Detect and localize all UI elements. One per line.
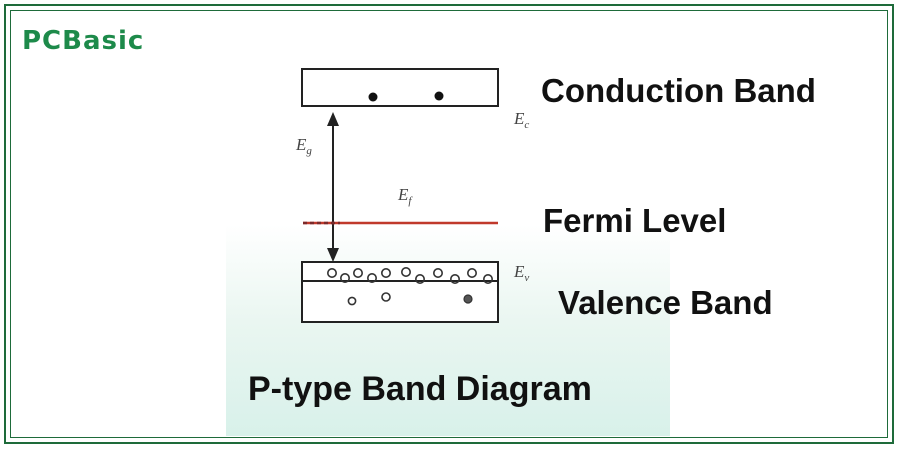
inner-frame bbox=[10, 10, 888, 438]
diagram-panel bbox=[226, 52, 670, 436]
hole bbox=[339, 272, 350, 283]
ec-symbol: Ec bbox=[513, 109, 529, 131]
hole bbox=[414, 273, 425, 284]
ef-symbol: Ef bbox=[397, 185, 413, 207]
hole bbox=[366, 272, 377, 283]
hole bbox=[347, 296, 357, 306]
hole bbox=[449, 273, 460, 284]
hole bbox=[381, 292, 391, 302]
eg-symbol: Eg bbox=[295, 135, 312, 157]
hole bbox=[326, 267, 337, 278]
brand-logo: PCBasic bbox=[22, 26, 145, 56]
valence-band-box bbox=[301, 261, 499, 323]
band-gap-arrow-head-top bbox=[327, 112, 339, 126]
hole bbox=[482, 273, 493, 284]
conduction-band-label: Conduction Band bbox=[541, 72, 816, 109]
conduction-band-box bbox=[301, 68, 499, 107]
band-gap-arrow-head-bottom bbox=[327, 248, 339, 262]
hole bbox=[352, 267, 363, 278]
hole bbox=[463, 294, 473, 304]
fermi-level-label: Fermi Level bbox=[543, 202, 727, 239]
hole bbox=[400, 266, 411, 277]
diagram-title: P-type Band Diagram bbox=[248, 370, 592, 408]
ev-symbol: Ev bbox=[513, 262, 529, 284]
hole bbox=[380, 267, 391, 278]
hole bbox=[432, 267, 443, 278]
outer-frame bbox=[4, 4, 894, 444]
hole bbox=[466, 267, 477, 278]
valence-band-label: Valence Band bbox=[558, 284, 773, 321]
electron-dot bbox=[368, 92, 378, 102]
electron-dot bbox=[434, 91, 444, 101]
